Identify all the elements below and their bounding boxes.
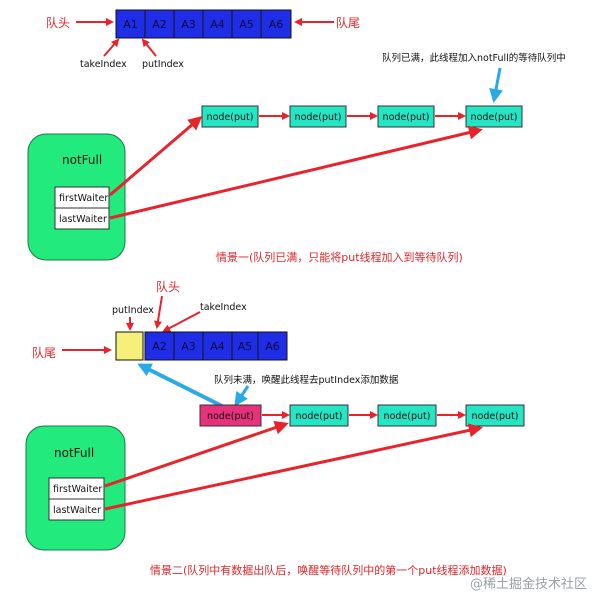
node-box [465,404,525,427]
first-waiter-label: firstWaiter [53,484,102,495]
queue-cell: A5 [239,18,254,31]
node-label: node(put) [207,112,254,123]
condition-title: notFull [62,153,102,167]
node-label: node(put) [471,112,518,123]
last-waiter-pointer [104,423,483,511]
node-box [289,404,349,427]
head-arrow [154,295,163,329]
node-label: node(put) [383,112,430,123]
queue-cell: A3 [181,340,196,353]
scene2-note: 队列未满，唤醒此线程去putIndex添加数据 [214,374,399,386]
node-label: node(put) [295,112,342,123]
take-index-label: takeIndex [200,302,247,313]
node-box [289,105,347,128]
last-waiter-pointer [109,125,483,220]
notfull-condition-2: notFull firstWaiter lastWaiter [25,425,126,551]
take-index-arrow [162,311,201,332]
note-blue-arrow [489,67,503,103]
node-box [377,404,437,427]
queue-cell: A3 [181,18,196,31]
scene1: A1 A2 A3 A4 A5 A6 队头 队尾 takeIndex putInd… [27,9,566,264]
scene2-caption: 情景二(队列中有数据出队后，唤醒等待队列中的第一个put线程添加数据) [150,563,507,577]
queue-array-1: A1 A2 A3 A4 A5 A6 [115,9,292,39]
take-index-label: takeIndex [80,59,127,70]
node-box [377,105,435,128]
scene2: 队头 putIndex takeIndex A2 A3 A4 A5 A6 队尾 … [25,279,525,577]
watermark: @稀土掘金技术社区 [470,576,587,592]
queue-cell: A2 [152,18,167,31]
queue-cell: A5 [238,340,253,353]
last-waiter-label: lastWaiter [53,505,101,516]
node-label: node(put) [296,411,343,422]
take-index-arrow [103,38,120,57]
wake-arrow [137,363,223,408]
notfull-condition-1: notFull firstWaiter lastWaiter [27,133,126,261]
queue-tail-label: 队尾 [32,345,56,360]
note-blue-arrow [234,385,250,407]
first-waiter-pointer [109,116,203,197]
queue-cell: A6 [265,340,280,353]
put-index-label: putIndex [142,59,184,70]
queue-tail-label: 队尾 [336,15,360,30]
last-waiter-box [54,207,110,230]
queue-cell: A2 [152,340,167,353]
last-waiter-label: lastWaiter [59,214,107,225]
queue-head-label: 队头 [46,15,70,30]
first-waiter-pointer [104,420,289,488]
queue-cell: A1 [123,18,138,31]
put-index-arrow [141,38,157,57]
woken-node-box [199,404,262,427]
scene1-note: 队列已满，此线程加入notFull的等待队列中 [382,52,566,64]
first-waiter-label: firstWaiter [59,193,108,204]
condition-title: notFull [54,446,94,460]
last-waiter-box [48,498,105,521]
node-label: node(put) [472,411,519,422]
node-label: node(put) [207,411,254,422]
queue-head-label: 队头 [156,279,180,294]
queue-cell: A4 [210,18,225,31]
wait-queue-2: node(put) node(put) node(put) node(put) [199,404,525,427]
node-box [465,105,523,128]
scene1-caption: 情景一(队列已满，只能将put线程加入到等待队列) [216,250,463,264]
node-label: node(put) [384,411,431,422]
put-index-label: putIndex [112,305,154,316]
queue-array-2: A2 A3 A4 A5 A6 [115,331,288,361]
queue-cell: A6 [269,18,284,31]
queue-cell: A4 [210,340,225,353]
wait-queue-1: node(put) node(put) node(put) node(put) [201,105,523,128]
